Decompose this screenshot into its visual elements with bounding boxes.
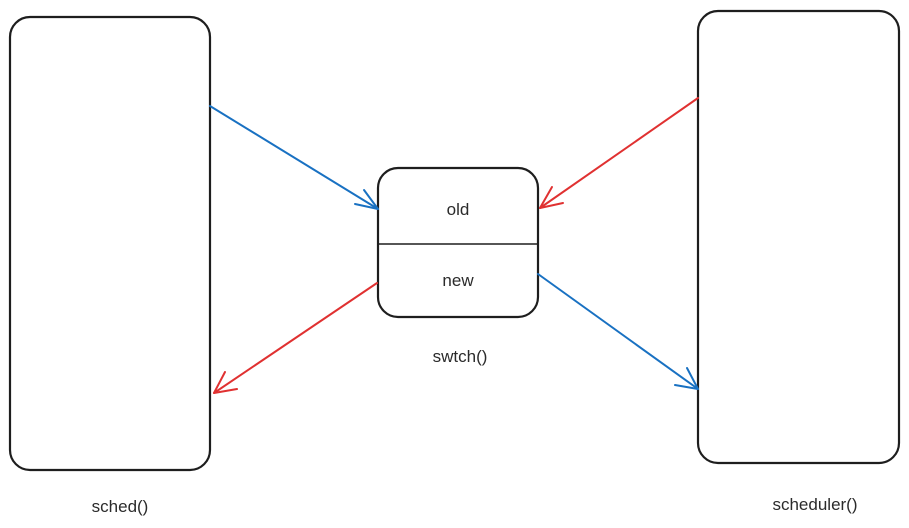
swtch-field-old: old [447, 200, 470, 219]
scheduler-label: scheduler() [772, 495, 857, 514]
arrow-new-to-sched [213, 282, 378, 394]
arrow-sched-to-old [209, 105, 379, 210]
arrow-new-to-scheduler [537, 273, 699, 390]
swtch-label: swtch() [433, 347, 488, 366]
sched-label: sched() [92, 497, 149, 516]
scheduler-box [696, 9, 901, 465]
swtch-box [376, 166, 540, 319]
arrow-scheduler-to-old [539, 97, 699, 209]
sched-box [8, 15, 212, 472]
swtch-field-new: new [442, 271, 474, 290]
